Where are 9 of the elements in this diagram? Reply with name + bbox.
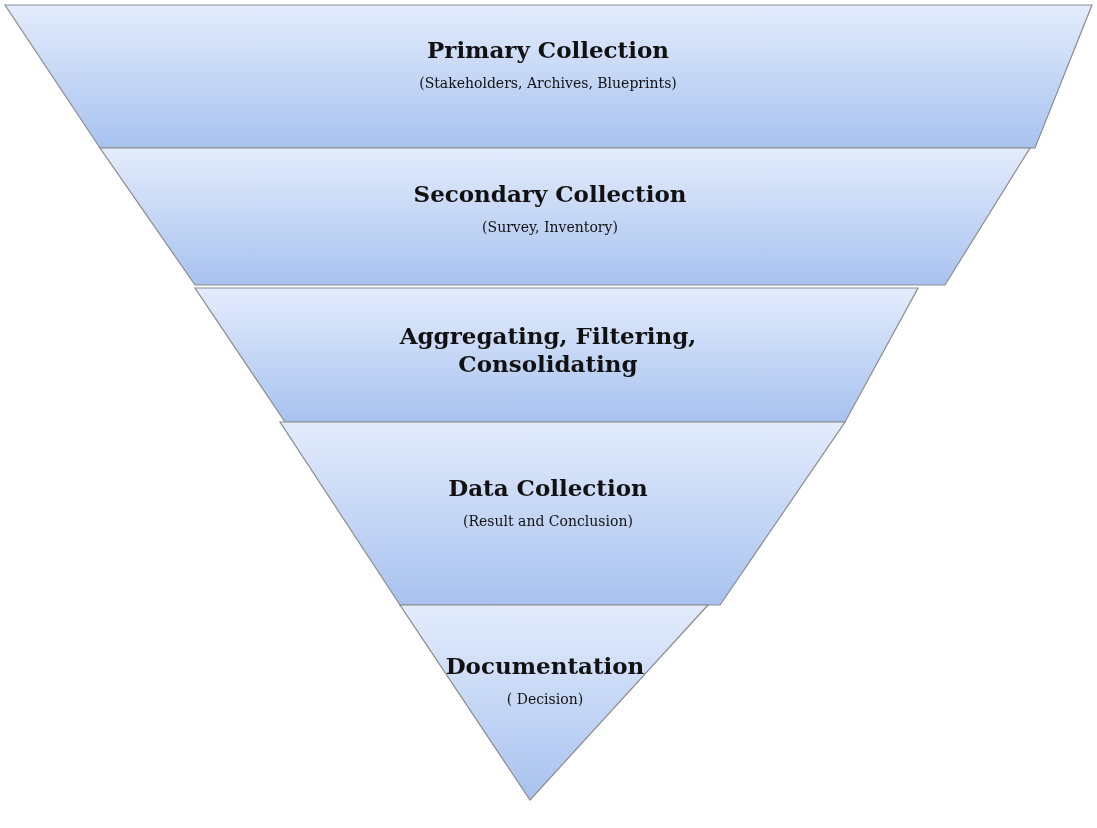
band-heading: Aggregating, Filtering, Consolidating xyxy=(398,322,698,378)
band-subtitle: (Survey, Inventory) xyxy=(482,218,618,236)
band-heading: Documentation xyxy=(445,652,645,680)
band-subtitle: (Result and Conclusion) xyxy=(463,512,633,530)
band-heading: Data Collection xyxy=(448,474,648,502)
band-heading: Secondary Collection xyxy=(413,180,687,208)
band-subtitle: ( Decision) xyxy=(506,690,584,708)
band-heading: Primary Collection xyxy=(426,36,670,64)
band-subtitle: (Stakeholders, Archives, Blueprints) xyxy=(419,74,677,92)
